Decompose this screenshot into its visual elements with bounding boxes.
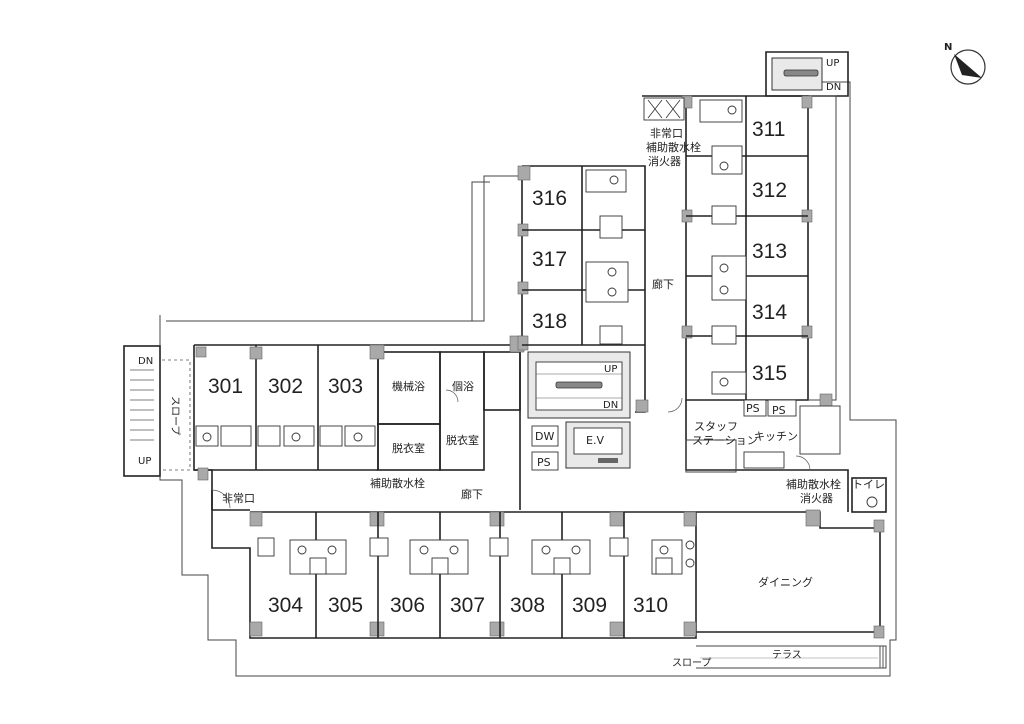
kitchen-area xyxy=(685,405,841,473)
ev-label: E.V xyxy=(586,434,604,447)
ps-label-3: PS xyxy=(772,404,786,417)
corridor-east-label: 廊下 xyxy=(652,277,674,291)
staff-station-label-1: スタッフ xyxy=(694,420,738,433)
machine-bath-label: 機械浴 xyxy=(392,379,425,393)
northeast-stair xyxy=(771,57,823,91)
area-labels: 機械浴 個浴 脱衣室 脱衣室 DW E.V PS PS PS 廊下 廊下 非常口… xyxy=(138,58,885,669)
door-swings xyxy=(211,389,811,509)
stair-main-up-label: UP xyxy=(604,364,617,375)
hydrant-east-label-1: 補助散水栓 xyxy=(786,477,841,491)
room-304: 304 xyxy=(268,594,303,617)
room-311: 311 xyxy=(752,118,785,141)
staff-station-label-2: ステーション xyxy=(692,434,758,447)
room-316: 316 xyxy=(532,187,567,210)
room-314: 314 xyxy=(752,301,787,324)
room-305: 305 xyxy=(328,594,363,617)
dressing-room-label-1: 脱衣室 xyxy=(392,441,425,455)
stair-ne-up-label: UP xyxy=(826,58,839,69)
south-room-bathrooms xyxy=(257,537,695,575)
room-317: 317 xyxy=(532,248,567,271)
west-room-walls xyxy=(194,345,521,471)
toilet-label: トイレ xyxy=(852,478,885,491)
corridor-main-label: 廊下 xyxy=(461,487,483,501)
hydrant-east-label-2: 消火器 xyxy=(800,491,833,505)
hydrant-north-label-2: 消火器 xyxy=(648,154,681,168)
hydrant-north-label-1: 補助散水栓 xyxy=(646,140,701,154)
room-308: 308 xyxy=(510,594,545,617)
terrace-rail xyxy=(700,646,884,668)
west-stair xyxy=(123,345,191,477)
kitchen-label: キッチン xyxy=(754,430,798,443)
dw-ps-boxes xyxy=(531,399,797,471)
stair-w-up-label: UP xyxy=(138,456,151,467)
room-302: 302 xyxy=(268,375,303,398)
dressing-room-label-2: 脱衣室 xyxy=(446,433,479,447)
elevator xyxy=(565,421,631,469)
room-303: 303 xyxy=(328,375,363,398)
room-312: 312 xyxy=(752,179,787,202)
terrace-label: テラス xyxy=(772,649,802,661)
room-309: 309 xyxy=(572,594,607,617)
stair-main-dn-label: DN xyxy=(603,400,618,411)
room-numbers: 301 302 303 304 305 306 307 308 309 310 … xyxy=(208,118,787,617)
ps-label-2: PS xyxy=(746,402,760,415)
hydrant-boxes xyxy=(643,97,685,121)
private-bath-label: 個浴 xyxy=(452,380,474,393)
room-301: 301 xyxy=(208,375,243,398)
emergency-exit-west-label: 非常口 xyxy=(222,492,255,505)
south-room-walls xyxy=(315,512,625,638)
room-306: 306 xyxy=(390,594,425,617)
ps-label-1: PS xyxy=(537,456,551,469)
room-315: 315 xyxy=(752,362,787,385)
hydrant-mid-label: 補助散水栓 xyxy=(370,476,425,490)
east-toilet xyxy=(851,477,887,513)
room-310: 310 xyxy=(633,594,668,617)
northeast-room-walls xyxy=(686,96,808,400)
west-room-bathrooms xyxy=(195,425,376,447)
dw-label: DW xyxy=(535,430,554,443)
room-307: 307 xyxy=(450,594,485,617)
north-arrow-icon: N xyxy=(944,42,986,85)
emergency-exit-north-label: 非常口 xyxy=(650,127,683,140)
svg-text:N: N xyxy=(944,42,952,53)
central-stair xyxy=(527,351,631,419)
stair-w-dn-label: DN xyxy=(138,356,153,367)
room-318: 318 xyxy=(532,310,567,333)
room-313: 313 xyxy=(752,240,787,263)
slope-west-label: スロープ xyxy=(169,396,181,435)
north-room-walls xyxy=(522,166,645,346)
slope-south-label: スロープ xyxy=(672,657,711,669)
dining-label: ダイニング xyxy=(758,575,813,589)
stair-ne-dn-label: DN xyxy=(826,82,841,93)
